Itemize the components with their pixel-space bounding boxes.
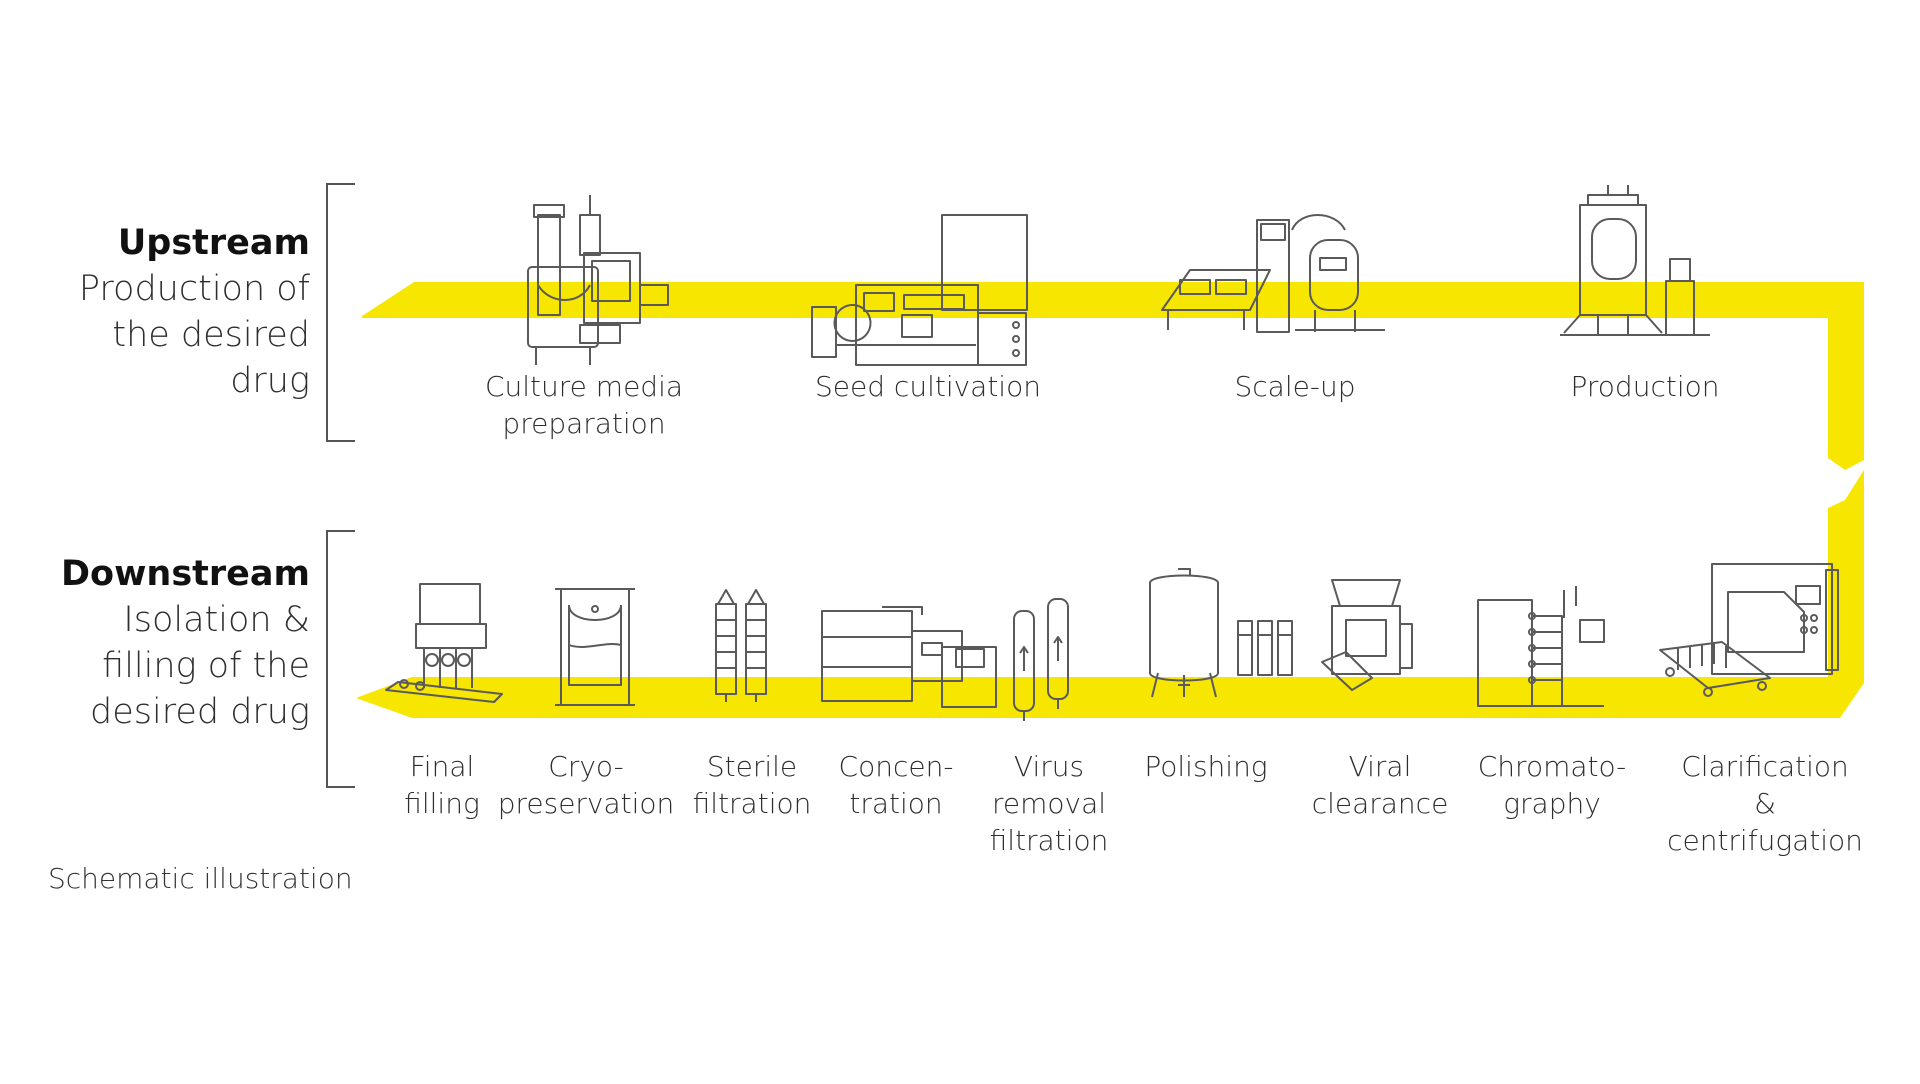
virus-removal-filters-icon: [1013, 598, 1069, 721]
downstream-step-label: Sterile filtration: [692, 750, 812, 820]
upstream-description: Production of the desired drug: [78, 269, 310, 401]
downstream-step-label: Virus removal filtration: [989, 750, 1109, 857]
upstream-step-label: Scale-up: [1234, 370, 1356, 403]
media-preparation-equipment-icon: [527, 195, 669, 365]
final-filling-machine-icon: [385, 583, 503, 703]
downstream-step-label: Clarification & centrifugation: [1667, 750, 1863, 857]
sterile-filter-cartridges-icon: [715, 589, 767, 702]
concentration-system-icon: [821, 606, 997, 708]
cryopreservation-vessel-icon: [555, 588, 635, 706]
downstream-flow-band: [356, 470, 1864, 718]
upstream-flow-band: [362, 282, 1864, 470]
downstream-step-label: Viral clearance: [1311, 750, 1449, 820]
centrifuge-icon: [1659, 563, 1839, 697]
footnote: Schematic illustration: [48, 862, 353, 895]
downstream-step-label: Cryo- preservation: [497, 750, 675, 820]
chromatography-system-icon: [1477, 586, 1605, 707]
downstream-step-label: Polishing: [1144, 750, 1268, 783]
polishing-column-icon: [1149, 568, 1293, 698]
downstream-step-label: Concen- tration: [838, 750, 954, 820]
downstream-step-label: Chromato- graphy: [1477, 750, 1627, 820]
downstream-bracket: [326, 530, 355, 788]
upstream-step-label: Production: [1570, 370, 1720, 403]
production-bioreactor-icon: [1560, 185, 1710, 336]
upstream-title: Upstream: [117, 223, 310, 263]
scale-up-bioreactor-icon: [1161, 214, 1385, 333]
upstream-step-label: Culture media preparation: [484, 370, 684, 440]
viral-clearance-unit-icon: [1321, 579, 1413, 691]
downstream-step-label: Final filling: [404, 750, 480, 820]
seed-cultivation-equipment-icon: [811, 214, 1028, 366]
downstream-title: Downstream: [61, 554, 310, 594]
upstream-step-label: Seed cultivation: [815, 370, 1041, 403]
downstream-description: Isolation & filling of the desired drug: [90, 600, 310, 732]
upstream-bracket: [326, 183, 355, 442]
